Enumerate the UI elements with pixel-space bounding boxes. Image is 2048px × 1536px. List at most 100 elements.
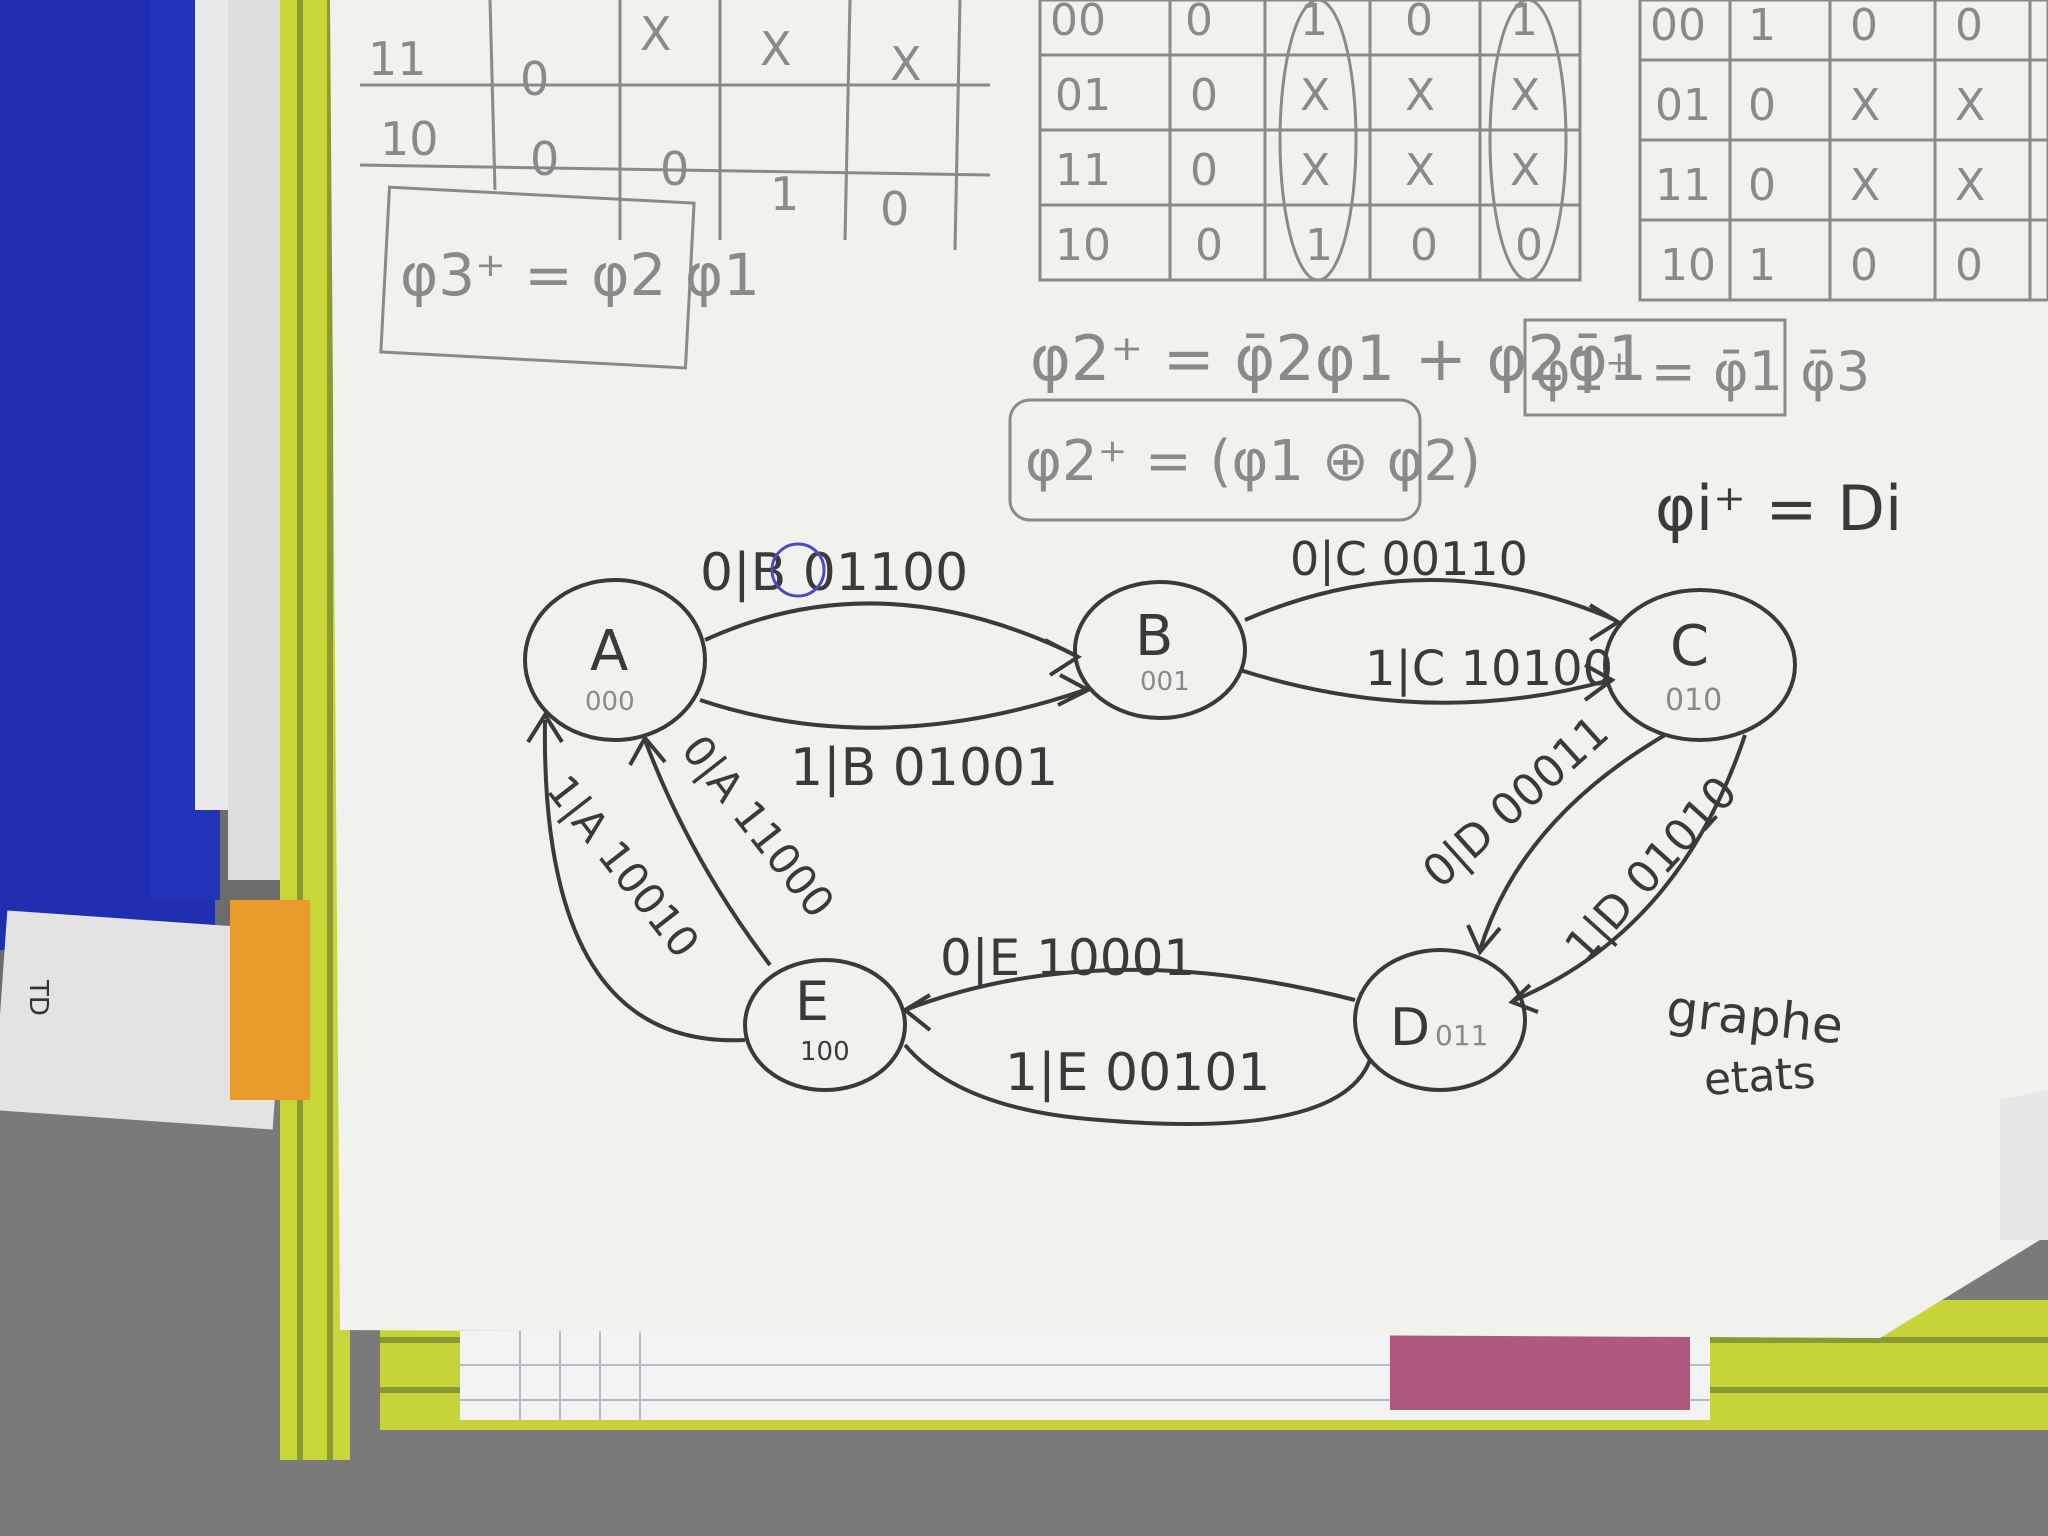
arrowhead-b-c-top xyxy=(1588,603,1622,642)
truth-table-right xyxy=(1638,0,2048,302)
truth-table-middle xyxy=(1038,0,1582,282)
left-row-label-1: 11 xyxy=(368,32,427,86)
right-cell-4-3: 0 xyxy=(1955,240,1983,291)
left-cell-1-1: 0 xyxy=(520,52,549,106)
right-cell-2-2: X xyxy=(1850,80,1880,131)
label-a-b-top: 0|B 01100 xyxy=(700,543,968,603)
arc-d-e-top xyxy=(904,967,1356,1012)
arc-a-b-top xyxy=(704,601,1076,657)
mid-cell-1-1: 0 xyxy=(1185,0,1213,46)
mid-row-label-2: 01 xyxy=(1055,70,1111,121)
mid-cell-3-3: X xyxy=(1405,145,1435,196)
state-e-circle xyxy=(743,958,907,1092)
caption-line-2: etats xyxy=(1702,1047,1817,1106)
left-cell-1-4: X xyxy=(890,37,922,91)
state-b-label: B xyxy=(1135,604,1173,669)
state-d-circle xyxy=(1353,948,1527,1092)
phi1-box xyxy=(1523,318,1787,417)
equation-phi2-xor: φ2⁺ = (φ1 ⊕ φ2) xyxy=(1025,429,1481,494)
right-cell-3-3: X xyxy=(1955,160,1985,211)
arc-a-b-bottom xyxy=(699,688,1086,730)
mid-row-label-3: 11 xyxy=(1055,145,1111,196)
right-cell-1-1: 1 xyxy=(1748,0,1776,51)
arrowhead-a-b-bottom xyxy=(1057,673,1093,707)
mid-cell-2-3: X xyxy=(1405,70,1435,121)
right-row-label-1: 00 xyxy=(1650,0,1706,51)
right-cell-3-1: 0 xyxy=(1748,160,1776,211)
state-c-code: 010 xyxy=(1665,683,1722,718)
mid-row-label-1: 00 xyxy=(1050,0,1106,46)
mid-cell-2-4: X xyxy=(1510,70,1540,121)
mid-cell-3-4: X xyxy=(1510,145,1540,196)
mid-cell-4-4: 0 xyxy=(1515,220,1543,271)
state-b-code: 001 xyxy=(1140,667,1190,697)
mid-cell-4-1: 0 xyxy=(1195,220,1223,271)
right-row-label-4: 10 xyxy=(1660,240,1716,291)
right-cell-4-1: 1 xyxy=(1748,240,1776,291)
state-e-label: E xyxy=(795,970,829,1033)
main-paper xyxy=(330,0,2048,1338)
mid-cell-2-2: X xyxy=(1300,70,1330,121)
mid-cell-3-1: 0 xyxy=(1190,145,1218,196)
left-row-label-2: 10 xyxy=(380,112,439,166)
arrowheads xyxy=(526,603,1622,1032)
state-a-label: A xyxy=(590,619,628,684)
equation-phi3: φ3⁺ = φ2 φ1 xyxy=(400,241,760,309)
arc-c-d-left xyxy=(1478,733,1667,951)
equation-phi2-full: φ2⁺ = φ̄2φ1 + φ2φ̄1 xyxy=(1030,322,1647,395)
state-d-label: D xyxy=(1390,998,1430,1058)
left-cell-2-4: 0 xyxy=(880,182,909,236)
right-cell-2-3: X xyxy=(1955,80,1985,131)
truth-table-left-text: 11 10 0 X X X 0 0 1 0 xyxy=(368,7,922,236)
label-b-c-top: 0|C 00110 xyxy=(1290,532,1528,587)
mid-cell-4-3: 0 xyxy=(1410,220,1438,271)
left-cell-2-2: 0 xyxy=(660,142,689,196)
paper-right-strip xyxy=(2000,1090,2048,1240)
mid-cell-1-2: 1 xyxy=(1300,0,1328,46)
right-row-label-3: 11 xyxy=(1655,160,1711,211)
mid-cell-1-3: 0 xyxy=(1405,0,1433,46)
state-a-circle xyxy=(523,578,707,742)
mid-cell-1-4: 1 xyxy=(1510,0,1538,46)
arrowhead-b-c-bottom xyxy=(1583,663,1616,702)
truth-table-right-text: 00 01 11 10 1 0 0 0 X X 0 X X 1 0 0 xyxy=(1650,0,1985,291)
label-a-b-bottom: 1|B 01001 xyxy=(790,738,1058,798)
orange-folder xyxy=(230,900,310,1100)
right-cell-1-3: 0 xyxy=(1955,0,1983,51)
label-b-c-bottom: 1|C 10100 xyxy=(1365,641,1613,697)
left-cell-1-2: X xyxy=(640,7,672,61)
transition-arcs xyxy=(542,578,1747,1126)
arc-d-e-bottom xyxy=(903,1043,1372,1126)
label-d-e-bottom: 1|E 00101 xyxy=(1005,1043,1270,1103)
state-c-circle xyxy=(1603,588,1797,742)
arc-e-a-inner xyxy=(643,739,772,967)
mid-row-label-4: 10 xyxy=(1055,220,1111,271)
arc-c-d-right xyxy=(1514,734,1747,1002)
left-cell-2-1: 0 xyxy=(530,132,559,186)
right-cell-2-1: 0 xyxy=(1748,80,1776,131)
left-cell-1-3: X xyxy=(760,22,792,76)
side-label-td: TD xyxy=(23,979,53,1016)
right-row-label-2: 01 xyxy=(1655,80,1711,131)
mid-cell-3-2: X xyxy=(1300,145,1330,196)
state-labels: A 000 B 001 C 010 D 011 E 100 xyxy=(585,604,1722,1067)
right-cell-3-2: X xyxy=(1850,160,1880,211)
paper-under-left xyxy=(0,910,287,1130)
truth-table-middle-text: 00 01 11 10 0 1 0 1 0 X X X 0 X X X 0 1 … xyxy=(1050,0,1543,271)
phi3-box xyxy=(379,185,696,370)
right-cell-1-2: 0 xyxy=(1850,0,1878,51)
arc-b-c-top xyxy=(1244,578,1616,622)
state-circles xyxy=(523,578,1797,1092)
mid-cell-2-1: 0 xyxy=(1190,70,1218,121)
mid-cell-4-2: 1 xyxy=(1305,220,1333,271)
equation-phi-i: φi⁺ = Di xyxy=(1655,472,1902,545)
truth-table-left xyxy=(359,0,991,251)
state-c-label: C xyxy=(1670,614,1709,679)
arrowhead-e-a-inner xyxy=(628,734,667,766)
arrowhead-e-a-outer xyxy=(526,711,564,744)
label-d-e-top: 0|E 10001 xyxy=(940,929,1195,987)
equation-phi1: φ1⁺ = φ̄1 φ̄3 xyxy=(1535,340,1870,403)
right-cell-4-2: 0 xyxy=(1850,240,1878,291)
arrowhead-c-d-right xyxy=(1508,983,1539,1014)
